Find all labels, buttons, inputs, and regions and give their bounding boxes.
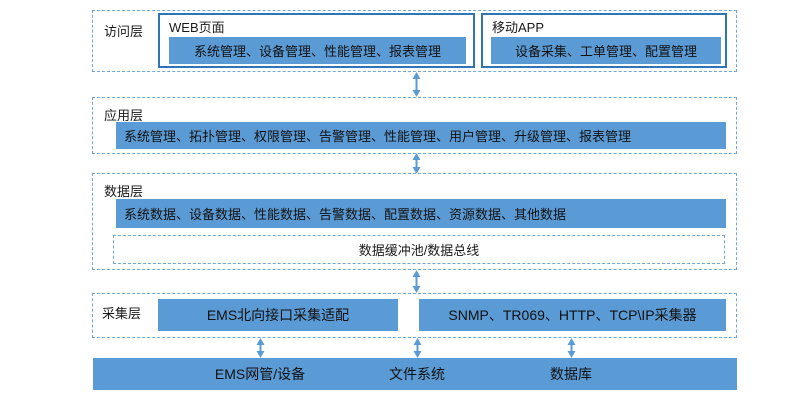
- collection-layer-box: 采集层 EMS北向接口采集适配 SNMP、TR069、HTTP、TCP\IP采集…: [92, 293, 737, 338]
- collection-layer-label: 采集层: [102, 306, 142, 321]
- access-layer-box: 访问层 WEB页面 系统管理、设备管理、性能管理、报表管理 移动APP 设备采集…: [92, 10, 737, 72]
- web-page-panel: WEB页面 系统管理、设备管理、性能管理、报表管理: [158, 13, 475, 68]
- ems-adapter-bar: EMS北向接口采集适配: [158, 299, 398, 331]
- access-layer-label: 访问层: [104, 24, 144, 39]
- arrow-filesystem-source: [413, 338, 422, 358]
- data-bus-box: 数据缓冲池/数据总线: [113, 235, 725, 264]
- arrow-data-collection: [412, 270, 421, 293]
- arrow-application-data: [412, 153, 421, 174]
- source-ems-label: EMS网管/设备: [214, 366, 306, 382]
- application-layer-box: 应用层 系统管理、拓扑管理、权限管理、告警管理、性能管理、用户管理、升级管理、报…: [92, 97, 737, 154]
- mobile-app-items-bar: 设备采集、工单管理、配置管理: [491, 37, 721, 64]
- data-layer-label: 数据层: [104, 184, 144, 199]
- data-items-bar: 系统数据、设备数据、性能数据、告警数据、配置数据、资源数据、其他数据: [116, 199, 726, 228]
- arrow-ems-source: [256, 338, 265, 358]
- data-layer-box: 数据层 系统数据、设备数据、性能数据、告警数据、配置数据、资源数据、其他数据 数…: [92, 173, 737, 270]
- source-filesystem-label: 文件系统: [389, 366, 445, 382]
- application-layer-label: 应用层: [104, 108, 144, 123]
- web-page-items-bar: 系统管理、设备管理、性能管理、报表管理: [169, 37, 466, 64]
- mobile-app-title: 移动APP: [492, 20, 545, 35]
- collectors-bar: SNMP、TR069、HTTP、TCP\IP采集器: [419, 299, 726, 331]
- source-database-label: 数据库: [550, 366, 592, 382]
- web-page-title: WEB页面: [169, 20, 225, 35]
- mobile-app-panel: 移动APP 设备采集、工单管理、配置管理: [481, 13, 727, 68]
- application-items-bar: 系统管理、拓扑管理、权限管理、告警管理、性能管理、用户管理、升级管理、报表管理: [116, 122, 726, 149]
- arrow-database-source: [567, 338, 576, 358]
- source-banner: EMS网管/设备 文件系统 数据库: [93, 358, 737, 390]
- arrow-access-application: [412, 72, 421, 97]
